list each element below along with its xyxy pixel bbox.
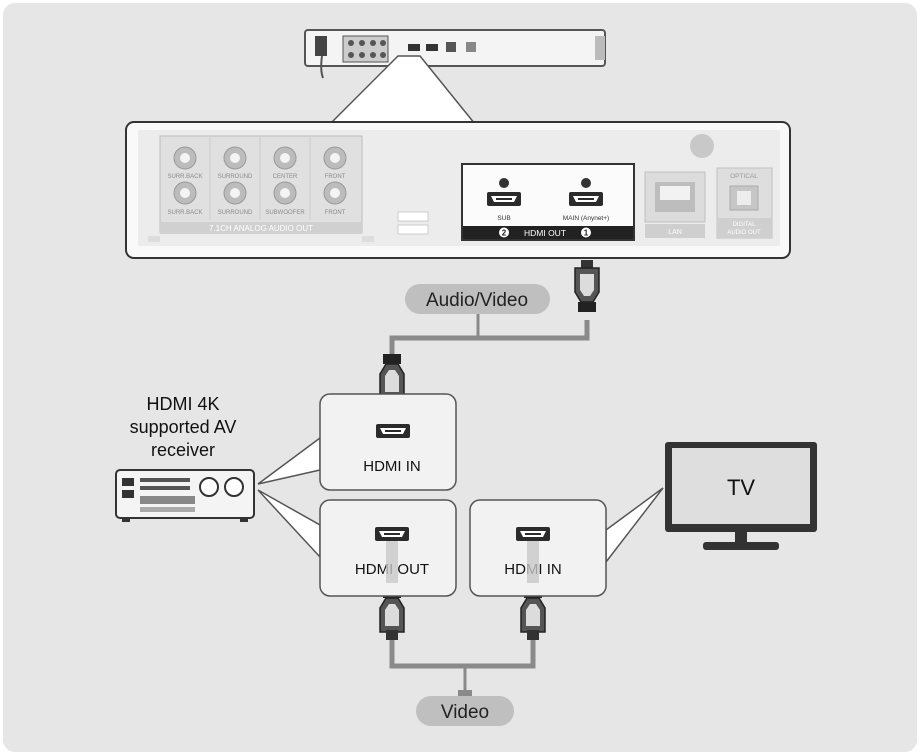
receiver-label-line1: HDMI 4K [146, 394, 219, 414]
pill-connector [458, 690, 472, 700]
jack-label: SURR.BACK [167, 210, 202, 216]
jack-label: FRONT [325, 210, 346, 216]
tv-label: TV [727, 475, 755, 500]
optical-label: OPTICAL [730, 173, 758, 180]
hdmi-port-icon [516, 527, 550, 541]
hdmi-cables [389, 320, 590, 669]
analog-audio-jacks: SURR.BACK SURROUND CENTER FRONT SURR.BAC… [148, 135, 429, 242]
audio-video-label: Audio/Video [426, 290, 528, 311]
hdmi-main-label: MAIN (Anynet+) [563, 215, 609, 222]
optical-port: OPTICAL DIGITAL AUDIO OUT [716, 167, 773, 239]
jack-label: SURROUND [218, 210, 253, 216]
hdmi-main-number: 1 [584, 229, 589, 238]
lan-port: LAN [644, 171, 706, 238]
hdmi-port-sub-icon [487, 192, 521, 206]
tv-icon [665, 442, 817, 550]
cable-segment [386, 541, 398, 583]
jack-label: FRONT [325, 174, 346, 180]
hdmi-sub-label: SUB [497, 215, 510, 222]
video-label: Video [441, 702, 489, 723]
receiver-hdmi-in-label: HDMI IN [363, 458, 421, 475]
jack-label: SUBWOOFER [265, 210, 305, 216]
hdmi-out-title: HDMI OUT [524, 228, 566, 238]
blu-ray-player-icon [304, 29, 606, 79]
hdmi-port-icon [375, 527, 409, 541]
lan-label: LAN [668, 229, 682, 236]
video-pill: Video [416, 696, 514, 726]
hdmi-port-icon [376, 424, 410, 438]
receiver-label-line2: supported AV [130, 417, 237, 437]
optical-digital-label: DIGITAL [733, 222, 757, 228]
cable-segment [527, 541, 539, 583]
analog-out-title: 7.1CH ANALOG AUDIO OUT [209, 224, 313, 233]
audio-video-pill: Audio/Video [405, 284, 550, 314]
hdmi-sub-number: 2 [502, 229, 507, 238]
receiver-hdmi-in-callout: HDMI IN [319, 393, 457, 491]
optical-audio-out-label: AUDIO OUT [727, 230, 761, 236]
hdmi-out-block: SUB MAIN (Anynet+) 2 1 HDMI OUT [461, 163, 635, 241]
hdmi-plug-icon [574, 259, 600, 313]
jack-label: SURR.BACK [167, 174, 202, 180]
jack-label: SURROUND [218, 174, 253, 180]
av-receiver-icon [115, 469, 255, 522]
hdmi-port-main-icon [569, 192, 603, 206]
jack-label: CENTER [273, 174, 298, 180]
receiver-label-line3: receiver [151, 440, 215, 460]
